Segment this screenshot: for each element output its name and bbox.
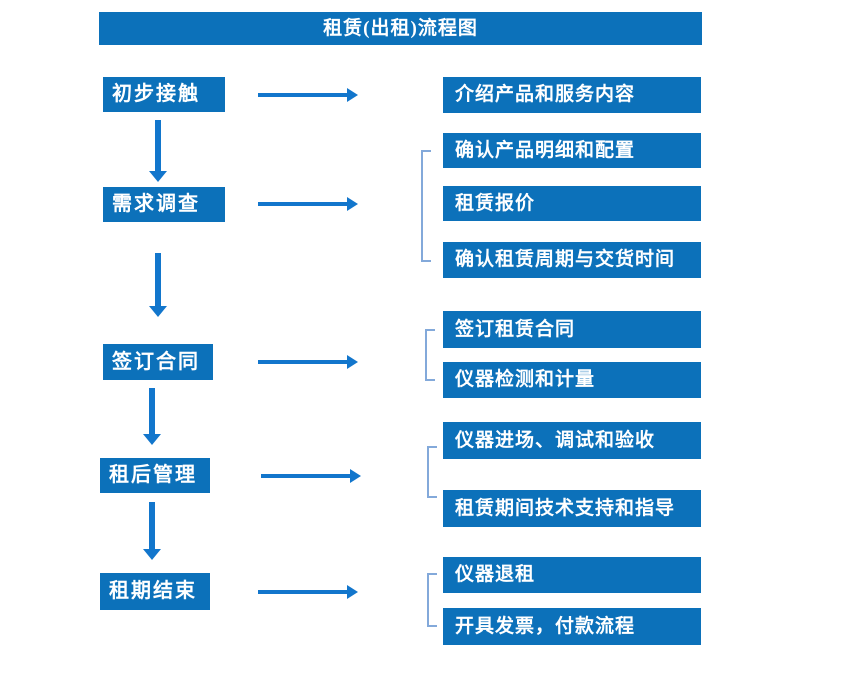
detail-box-invoice-payment: 开具发票，付款流程 [443,608,701,645]
detail-box-sign-rental-contract: 签订租赁合同 [443,311,701,348]
down-arrow-1 [149,120,167,182]
step-box-sign-contract: 签订合同 [103,344,213,380]
group-bracket-3 [427,446,437,498]
detail-box-confirm-rental-period: 确认租赁周期与交货时间 [443,242,701,278]
detail-box-introduce-products: 介绍产品和服务内容 [443,77,701,113]
right-arrow-1 [258,88,358,102]
detail-box-instrument-entry: 仪器进场、调试和验收 [443,422,701,459]
down-arrow-2 [149,253,167,317]
group-bracket-4 [427,573,437,627]
flowchart-title: 租赁(出租)流程图 [99,12,702,45]
detail-box-technical-support: 租赁期间技术支持和指导 [443,490,701,527]
detail-box-confirm-product-details: 确认产品明细和配置 [443,133,701,168]
step-box-rental-end: 租期结束 [100,573,210,610]
down-arrow-4 [143,502,161,560]
step-box-initial-contact: 初步接触 [103,77,225,112]
down-arrow-3 [143,388,161,445]
step-box-post-rental-management: 租后管理 [100,458,210,493]
right-arrow-4 [261,469,361,483]
group-bracket-1 [421,150,431,262]
right-arrow-3 [258,355,358,369]
detail-box-rental-quote: 租赁报价 [443,186,701,221]
group-bracket-2 [425,329,435,381]
detail-box-instrument-return: 仪器退租 [443,557,701,593]
right-arrow-5 [258,585,358,599]
right-arrow-2 [258,197,358,211]
step-box-demand-survey: 需求调查 [103,187,225,222]
detail-box-instrument-testing: 仪器检测和计量 [443,362,701,398]
